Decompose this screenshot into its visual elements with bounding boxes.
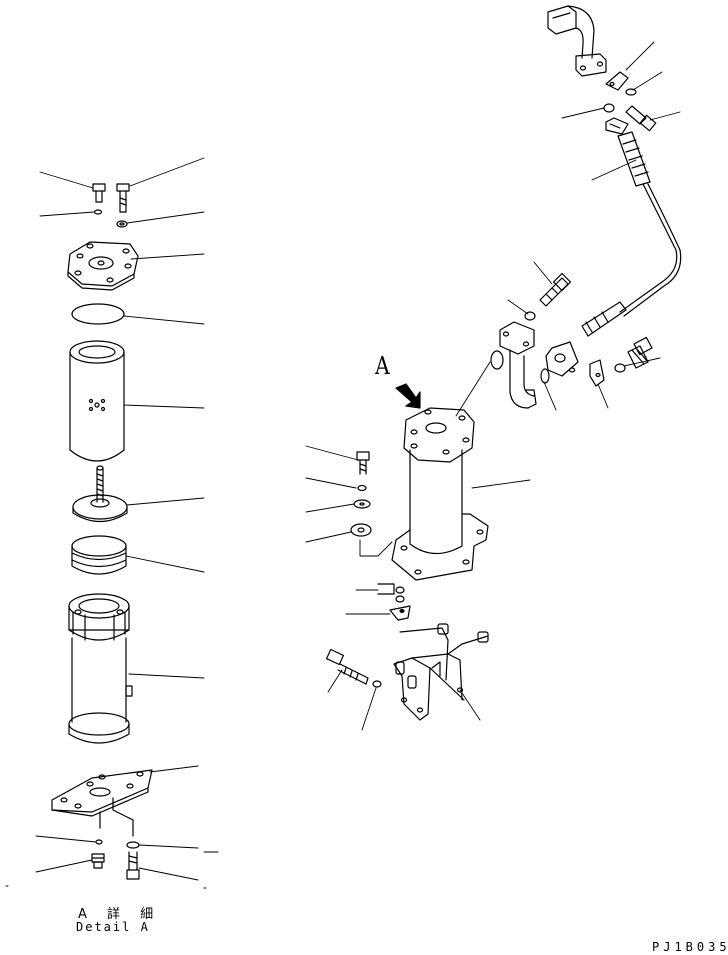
head-bolt [539,272,572,307]
detail-caption-japanese: A 詳 細 [78,907,162,922]
main-filter-assembly [391,407,489,581]
detail-caption-english: Detail A [76,920,150,934]
view-arrow-icon [395,383,421,409]
bracket-bolt [325,648,369,685]
support-bracket [393,623,489,721]
flange-washer [625,88,637,96]
cover-bolt-left [92,183,106,203]
right-washer [614,363,626,373]
flange-o-ring [603,103,615,113]
bottom-bolt [126,851,140,880]
center-rod [72,465,128,523]
spring-washer [357,484,367,492]
outlet-o-ring [490,350,504,370]
head-bolt-washer [524,311,536,321]
flange-bolt [625,105,657,132]
bracket-washer [372,680,382,688]
reference-marks [5,851,219,889]
drawing-code: PJ1B035 [652,940,728,954]
pipe-elbow [547,5,607,77]
bottom-plate [51,769,153,817]
filter-cover [67,241,139,291]
hydraulic-hose [581,131,682,337]
spring [71,535,127,575]
view-letter-label: A [375,352,390,380]
main-assembly-view [305,5,682,731]
flat-washer [353,499,371,509]
washer [116,220,128,228]
bottom-washer [126,841,140,849]
mounting-bolt [356,451,370,475]
bottom-o-ring [95,839,103,845]
hose-end-flange [545,341,579,377]
outlet-elbow [499,321,537,409]
inner-o-ring [540,368,550,384]
filter-element [69,340,125,462]
cover-bolt-right [116,183,130,213]
small-o-ring [93,209,103,215]
right-split-flange [589,359,605,387]
right-flange-bolt [627,336,653,369]
detail-a-exploded-view [35,157,205,881]
split-flange-halves [605,71,629,135]
cushion-pair [377,583,405,603]
drain-plug [91,853,105,869]
main-view-leader-lines [305,41,681,731]
spacer [350,523,372,537]
detail-a-leader-lines [35,157,205,881]
rubber-mount [389,605,411,621]
filter-case [68,593,133,744]
large-o-ring [71,303,125,325]
